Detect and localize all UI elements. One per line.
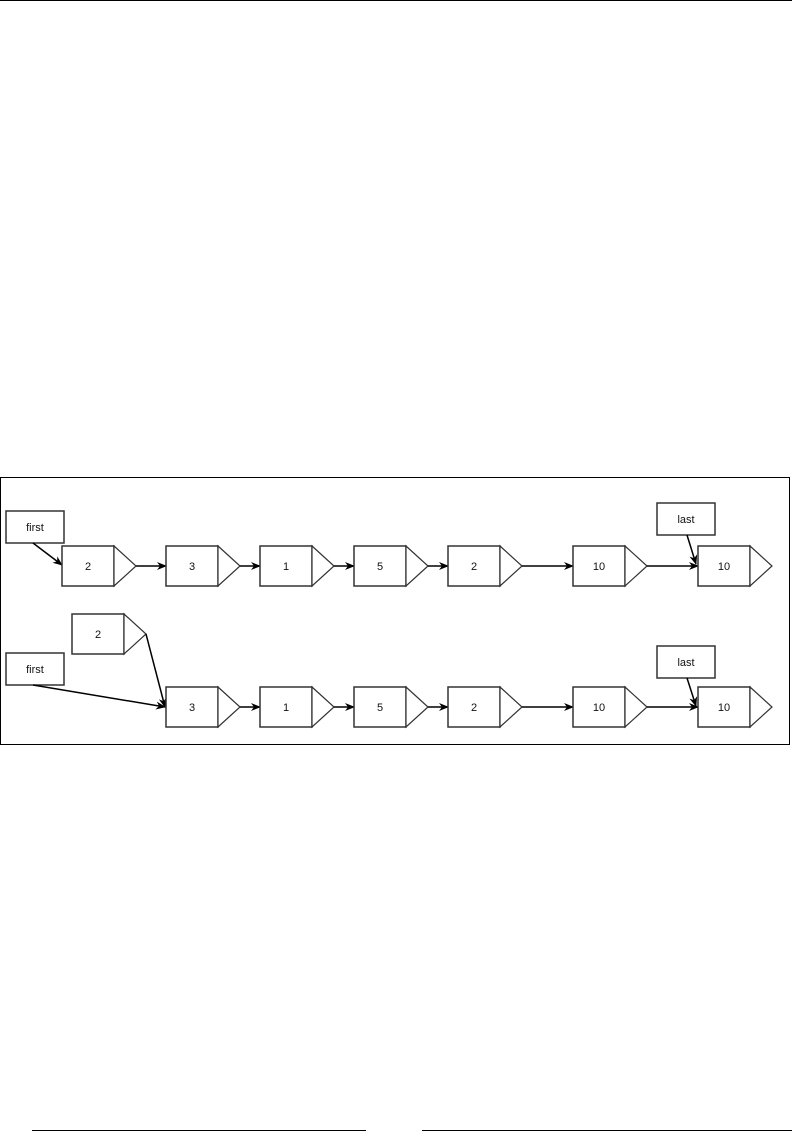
row1-node-pointer	[312, 546, 334, 586]
row1-node-value: 10	[593, 561, 605, 573]
row1-node-value: 2	[85, 561, 91, 573]
row1-node-value: 3	[189, 561, 195, 573]
row2-node-value: 2	[471, 702, 477, 714]
page-top-rule	[0, 0, 792, 1]
row2-last-label: last	[677, 657, 694, 669]
linked-list-diagram: first last 2 3 1 5	[1, 478, 791, 746]
row2-first-arrow	[33, 685, 165, 707]
row2-node-value: 5	[377, 702, 383, 714]
row1-first-arrow	[33, 543, 62, 565]
row1-node-value: 1	[283, 561, 289, 573]
row1-node-pointer	[500, 546, 522, 586]
row2-node-pointer	[625, 687, 647, 727]
row2-removed-node-arrow	[146, 634, 165, 707]
row1-node-pointer	[218, 546, 240, 586]
row1-node-pointer	[406, 546, 428, 586]
row2-node-value: 10	[593, 702, 605, 714]
row1-node-value: 10	[718, 561, 730, 573]
row2-node-pointer	[500, 687, 522, 727]
footer-rule-right	[422, 1130, 792, 1131]
row2-node-value: 1	[283, 702, 289, 714]
row2-last-arrow	[687, 678, 696, 706]
row1-node-value: 2	[471, 561, 477, 573]
row2-removed-node-pointer	[124, 614, 146, 654]
row2-removed-node-value: 2	[95, 629, 101, 641]
footer-rule-left	[32, 1130, 366, 1131]
row2-node-value: 3	[189, 702, 195, 714]
row1-node-pointer	[114, 546, 136, 586]
row1-node-pointer	[625, 546, 647, 586]
row1-node-pointer	[750, 546, 772, 586]
row2-node-pointer	[218, 687, 240, 727]
row1-node-value: 5	[377, 561, 383, 573]
row2: 2 first last 3 1 5	[6, 614, 772, 727]
row1-last-label: last	[677, 514, 694, 526]
row2-node-value: 10	[718, 702, 730, 714]
row2-first-label: first	[26, 664, 44, 676]
linked-list-figure: first last 2 3 1 5	[0, 477, 790, 745]
row2-node-pointer	[750, 687, 772, 727]
row1-last-arrow	[687, 535, 696, 564]
row2-node-pointer	[312, 687, 334, 727]
row1-first-label: first	[26, 522, 44, 534]
row1: first last 2 3 1 5	[6, 503, 772, 586]
row2-node-pointer	[406, 687, 428, 727]
